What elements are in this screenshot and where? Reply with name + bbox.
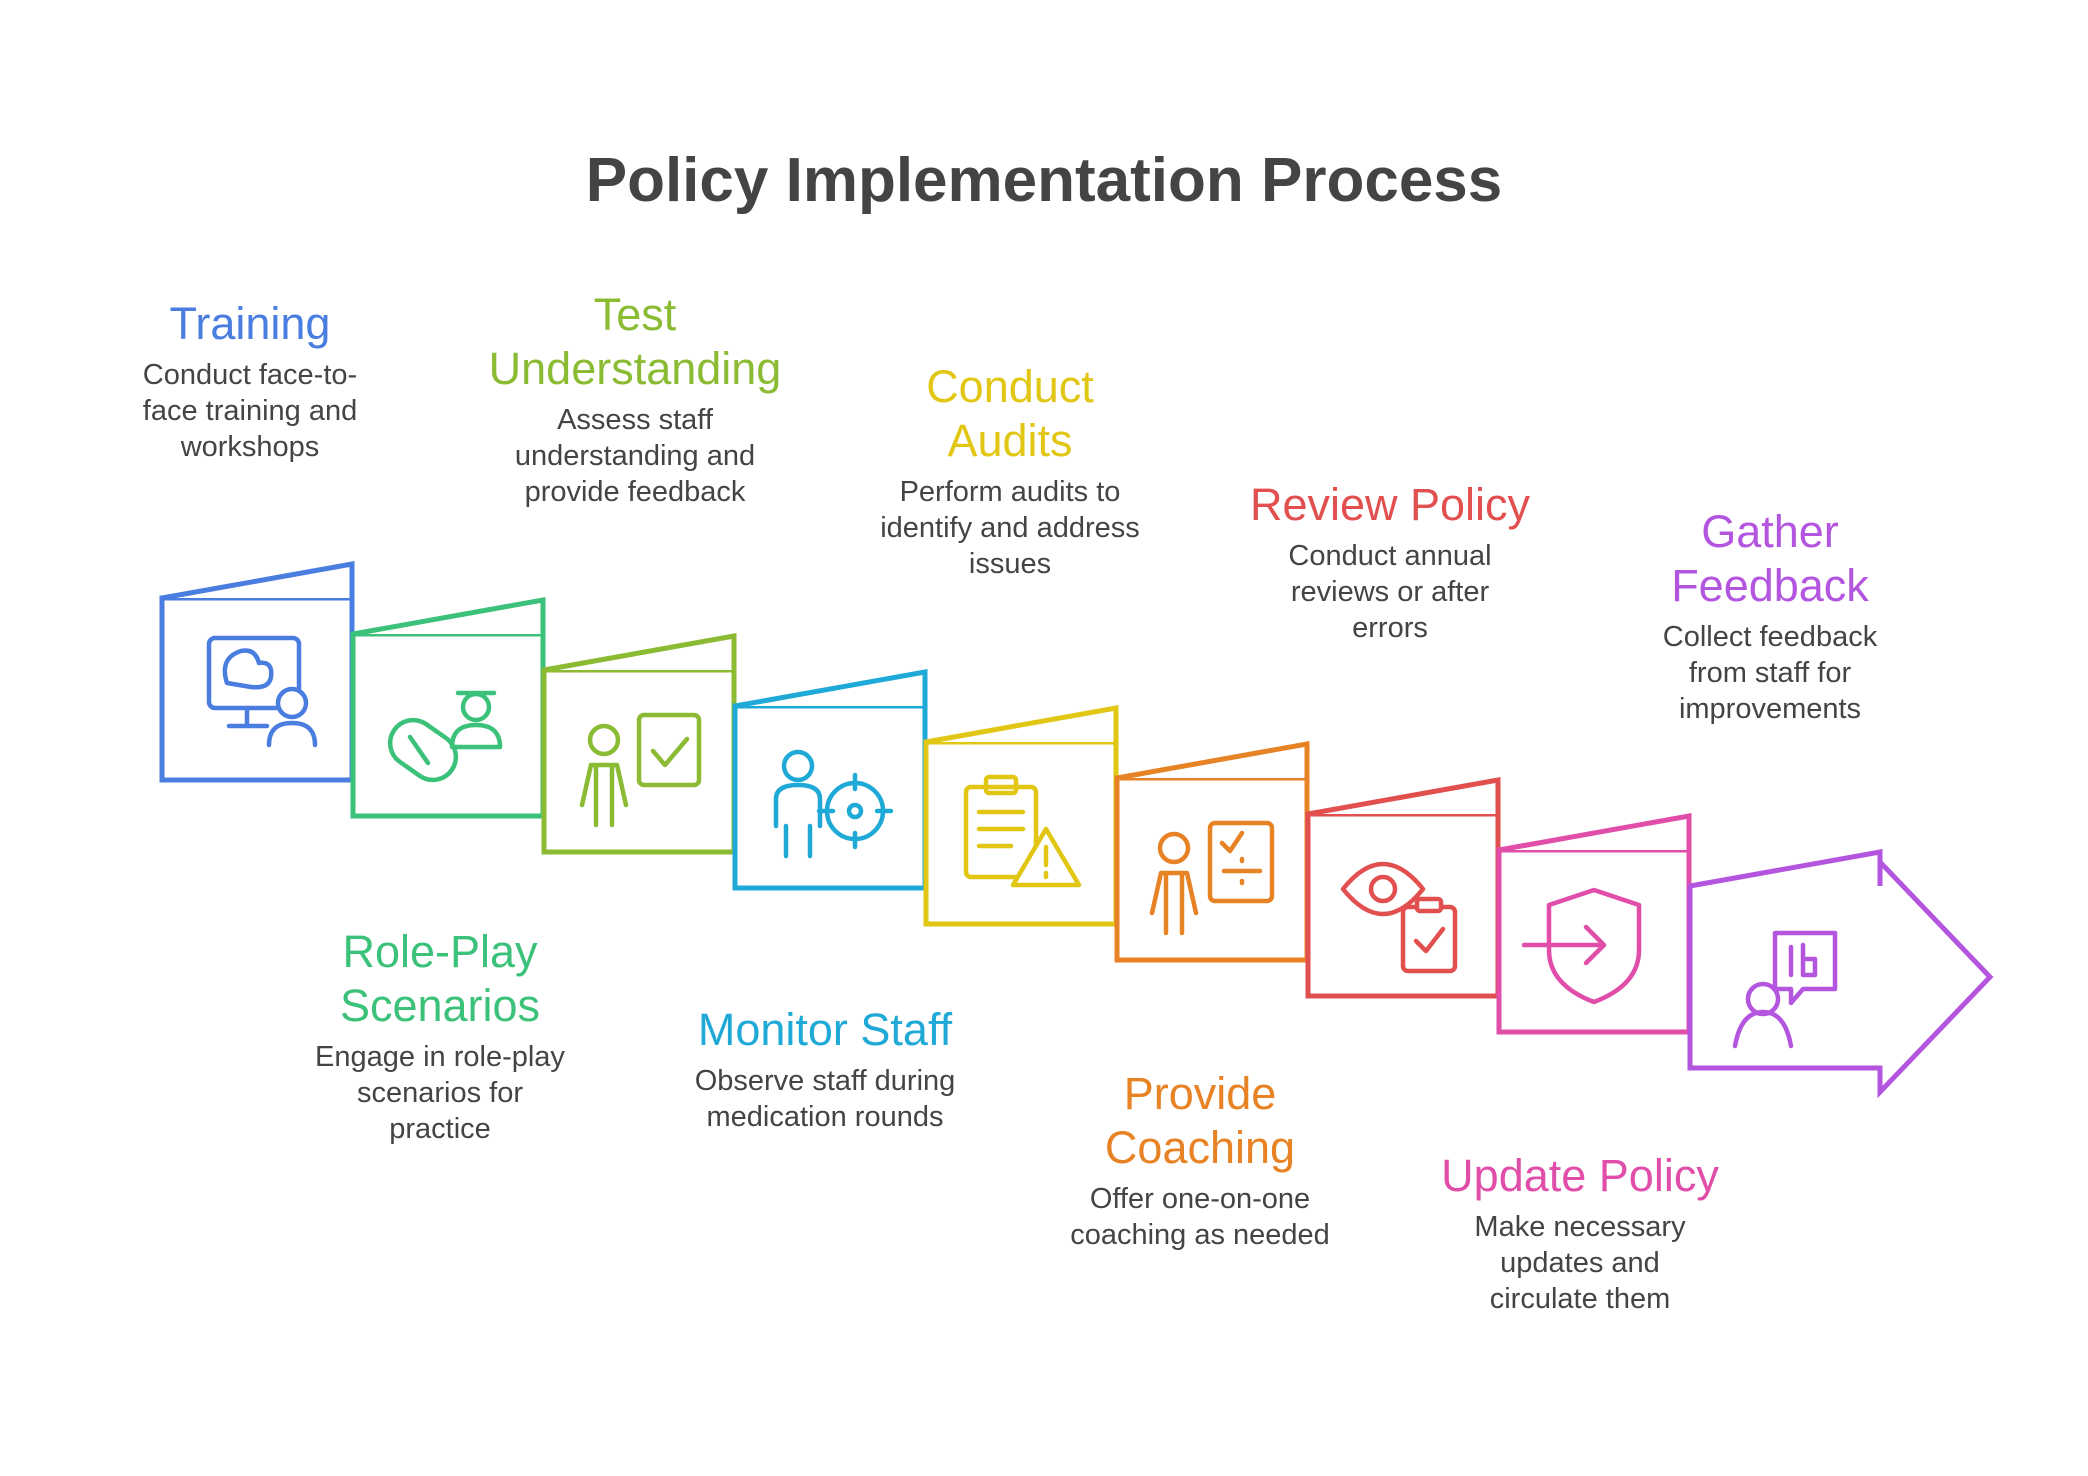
- card-fold: [161, 561, 355, 601]
- step-label-monitor-staff: Monitor Staff Observe staff during medic…: [660, 1003, 990, 1135]
- step-title: Provide Coaching: [1104, 1068, 1296, 1173]
- step-description: Perform audits to identify and address i…: [880, 476, 1140, 580]
- card-fold: [1307, 777, 1501, 817]
- card-fold: [543, 633, 737, 673]
- step-card-2: [350, 597, 546, 819]
- step-card-8: [1496, 813, 1692, 1035]
- step-description: Offer one-on-one coaching as needed: [1070, 1183, 1330, 1251]
- card-fold: [1498, 813, 1692, 853]
- clipboard-warning-icon: [963, 774, 1082, 888]
- person-checkmark-icon: [579, 712, 702, 828]
- card-fold: [734, 669, 928, 709]
- person-chat-icon: [1732, 930, 1838, 1049]
- step-card-7: [1305, 777, 1501, 999]
- step-description: Collect feedback from staff for improvem…: [1662, 621, 1878, 725]
- person-target-icon: [773, 749, 894, 859]
- card-fold: [352, 597, 546, 637]
- step-card-5: [923, 705, 1119, 927]
- card-fold: [1116, 741, 1310, 781]
- card-panel: [923, 739, 1119, 927]
- step-label-provide-coaching: Provide Coaching Offer one-on-one coachi…: [1050, 1067, 1350, 1253]
- step-description: Engage in role-play scenarios for practi…: [315, 1041, 565, 1145]
- step-title: Conduct Audits: [926, 361, 1094, 466]
- pill-person-icon: [387, 690, 503, 783]
- final-arrow: [1687, 849, 1994, 1099]
- step-description: Assess staff understanding and provide f…: [514, 404, 756, 508]
- step-title: Review Policy: [1249, 479, 1531, 530]
- step-label-gather-feedback: Gather Feedback Collect feedback from st…: [1620, 505, 1920, 727]
- eye-clipboard-icon: [1340, 861, 1458, 974]
- step-description: Conduct annual reviews or after errors: [1288, 540, 1492, 644]
- presentation-icon: [206, 635, 318, 748]
- step-card-4: [732, 669, 928, 891]
- step-title: Training: [169, 298, 331, 349]
- step-label-update-policy: Update Policy Make necessary updates and…: [1420, 1149, 1740, 1317]
- step-label-review-policy: Review Policy Conduct annual reviews or …: [1230, 478, 1550, 646]
- step-title: Update Policy: [1441, 1150, 1719, 1201]
- card-panel: [1496, 847, 1692, 1035]
- step-card-9: [1687, 849, 1994, 1099]
- step-label-training: Training Conduct face-to- face training …: [100, 297, 400, 465]
- card-fold: [925, 705, 1119, 745]
- step-title: Gather Feedback: [1671, 506, 1869, 611]
- step-description: Conduct face-to- face training and works…: [142, 359, 358, 463]
- step-card-1: [159, 561, 355, 783]
- step-title: Monitor Staff: [697, 1004, 953, 1055]
- diagram-title: Policy Implementation Process: [585, 146, 1503, 215]
- step-title: Test Understanding: [488, 289, 782, 394]
- step-description: Observe staff during medication rounds: [694, 1065, 956, 1133]
- coach-board-icon: [1149, 820, 1275, 936]
- step-description: Make necessary updates and circulate the…: [1474, 1211, 1686, 1315]
- step-card-3: [541, 633, 737, 855]
- step-card-6: [1114, 741, 1310, 963]
- card-panel: [350, 631, 546, 819]
- step-label-conduct-audits: Conduct Audits Perform audits to identif…: [860, 360, 1160, 582]
- shield-enter-icon: [1521, 887, 1642, 1005]
- step-label-test-understanding: Test Understanding Assess staff understa…: [470, 288, 800, 510]
- step-title: Role-Play Scenarios: [339, 926, 541, 1031]
- step-label-role-play: Role-Play Scenarios Engage in role-play …: [280, 925, 600, 1147]
